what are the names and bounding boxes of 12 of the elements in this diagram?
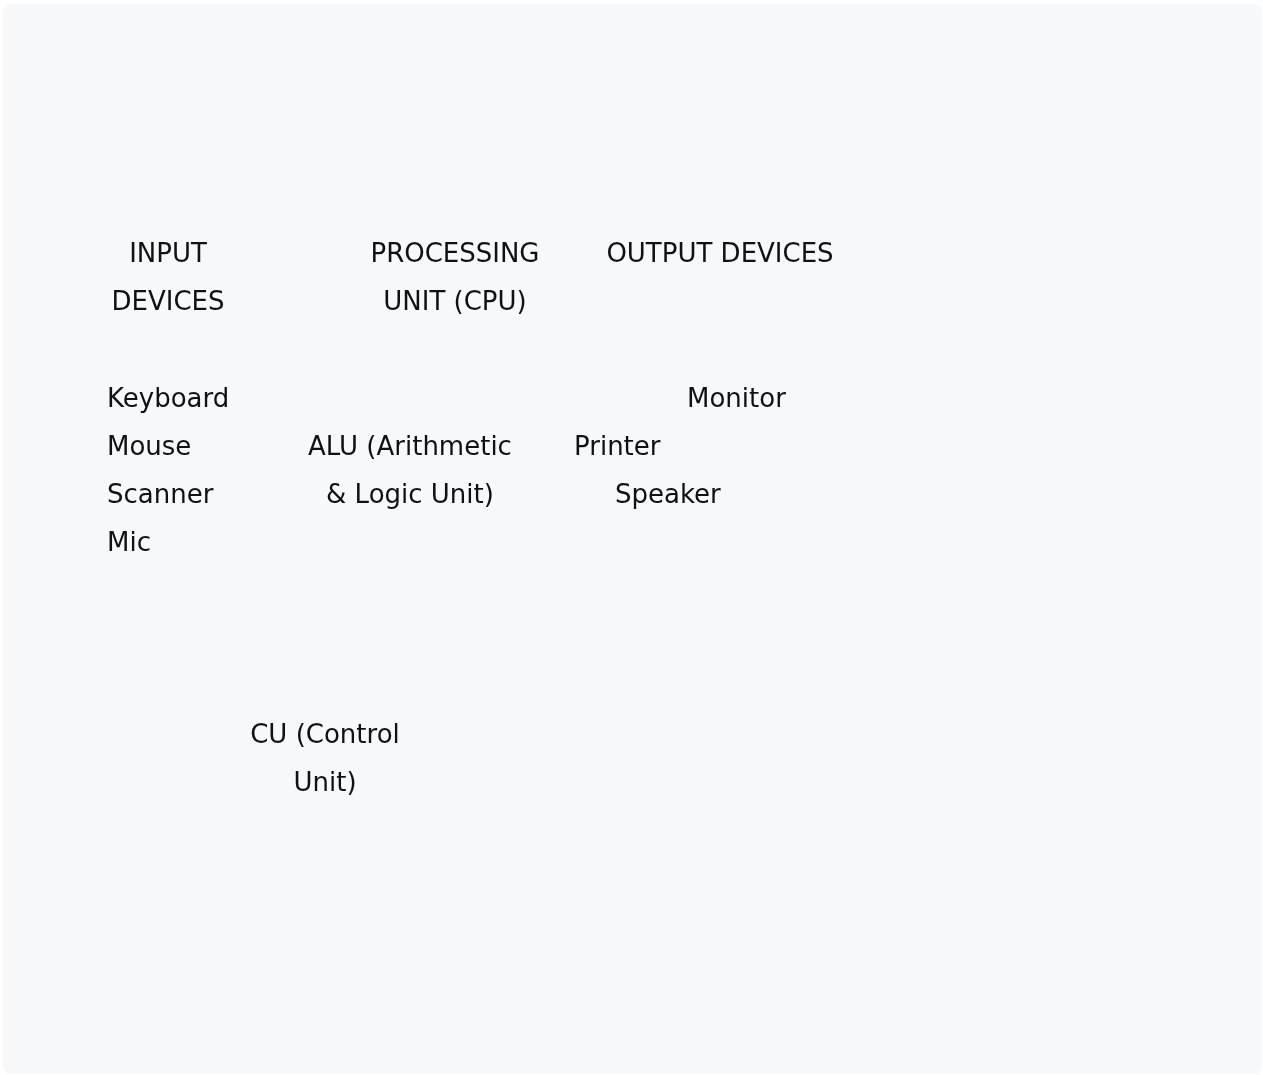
- device-label: Keyboard: [107, 382, 230, 415]
- component-label: ALU (Arithmetic & Logic Unit): [307, 430, 513, 511]
- device-label: Monitor: [687, 382, 786, 415]
- device-label: Mouse: [107, 430, 192, 463]
- device-label: Printer: [574, 430, 661, 463]
- device-label: Speaker: [615, 478, 721, 511]
- column-heading: PROCESSING UNIT (CPU): [369, 237, 541, 318]
- component-label: CU (Control Unit): [249, 718, 401, 799]
- column-heading: INPUT DEVICES: [110, 237, 226, 318]
- device-label: Scanner: [107, 478, 214, 511]
- column-heading: OUTPUT DEVICES: [605, 237, 835, 270]
- device-label: Mic: [107, 526, 151, 559]
